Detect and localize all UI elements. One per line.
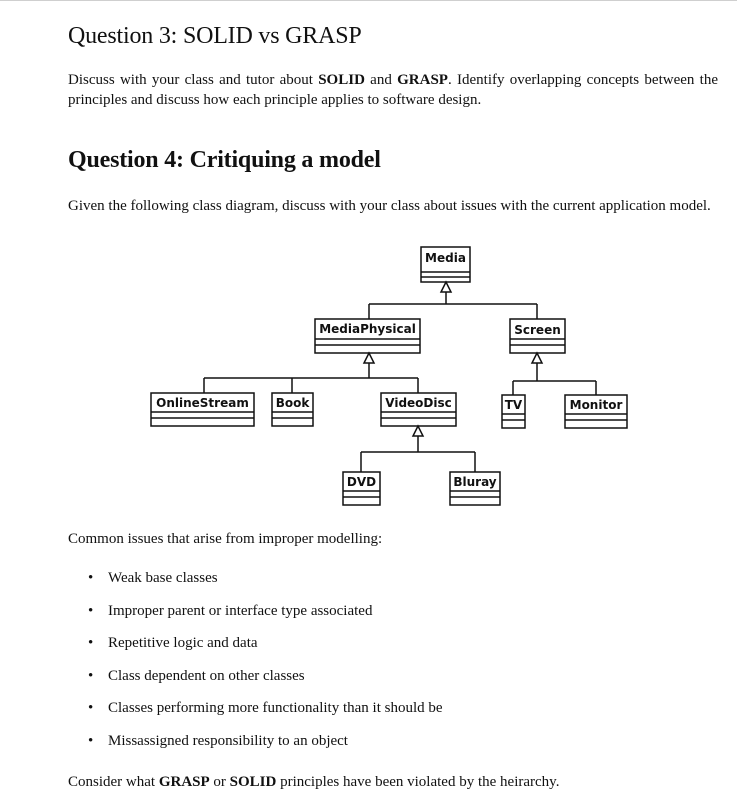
- question-3-paragraph: Discuss with your class and tutor about …: [68, 72, 718, 108]
- top-divider: [0, 0, 737, 1]
- list-item: Repetitive logic and data: [88, 633, 443, 666]
- inheritance-to-mediaphysical: [203, 351, 419, 393]
- class-label-screen: Screen: [514, 323, 561, 337]
- consider-paragraph: Consider what GRASP or SOLID principles …: [68, 774, 560, 790]
- class-box-onlinestream: [150, 392, 255, 427]
- inheritance-to-media: [368, 280, 538, 319]
- class-box-book: [271, 392, 314, 427]
- class-label-videodisc: VideoDisc: [385, 396, 452, 410]
- list-item: Missassigned responsibility to an object: [88, 731, 443, 764]
- list-item: Weak base classes: [88, 568, 443, 601]
- class-label-book: Book: [276, 396, 311, 410]
- question-3-title: Question 3: SOLID vs GRASP: [68, 23, 362, 49]
- class-box-mediaphysical: [314, 318, 421, 354]
- list-item: Classes performing more functionality th…: [88, 698, 443, 731]
- question-4-intro: Given the following class diagram, discu…: [68, 198, 711, 214]
- class-label-monitor: Monitor: [570, 398, 623, 412]
- class-label-tv: TV: [505, 398, 523, 412]
- class-label-dvd: DVD: [347, 475, 376, 489]
- class-label-mediaphysical: MediaPhysical: [319, 322, 416, 336]
- inheritance-to-screen: [512, 351, 597, 395]
- class-label-media: Media: [425, 251, 466, 265]
- class-label-bluray: Bluray: [453, 475, 496, 489]
- question-4-title: Question 4: Critiquing a model: [68, 147, 381, 173]
- inheritance-to-videodisc: [360, 424, 476, 472]
- list-item: Improper parent or interface type associ…: [88, 601, 443, 634]
- common-issues-heading: Common issues that arise from improper m…: [68, 531, 383, 547]
- list-item: Class dependent on other classes: [88, 666, 443, 699]
- common-issues-list: Weak base classes Improper parent or int…: [88, 568, 443, 763]
- class-label-onlinestream: OnlineStream: [156, 396, 249, 410]
